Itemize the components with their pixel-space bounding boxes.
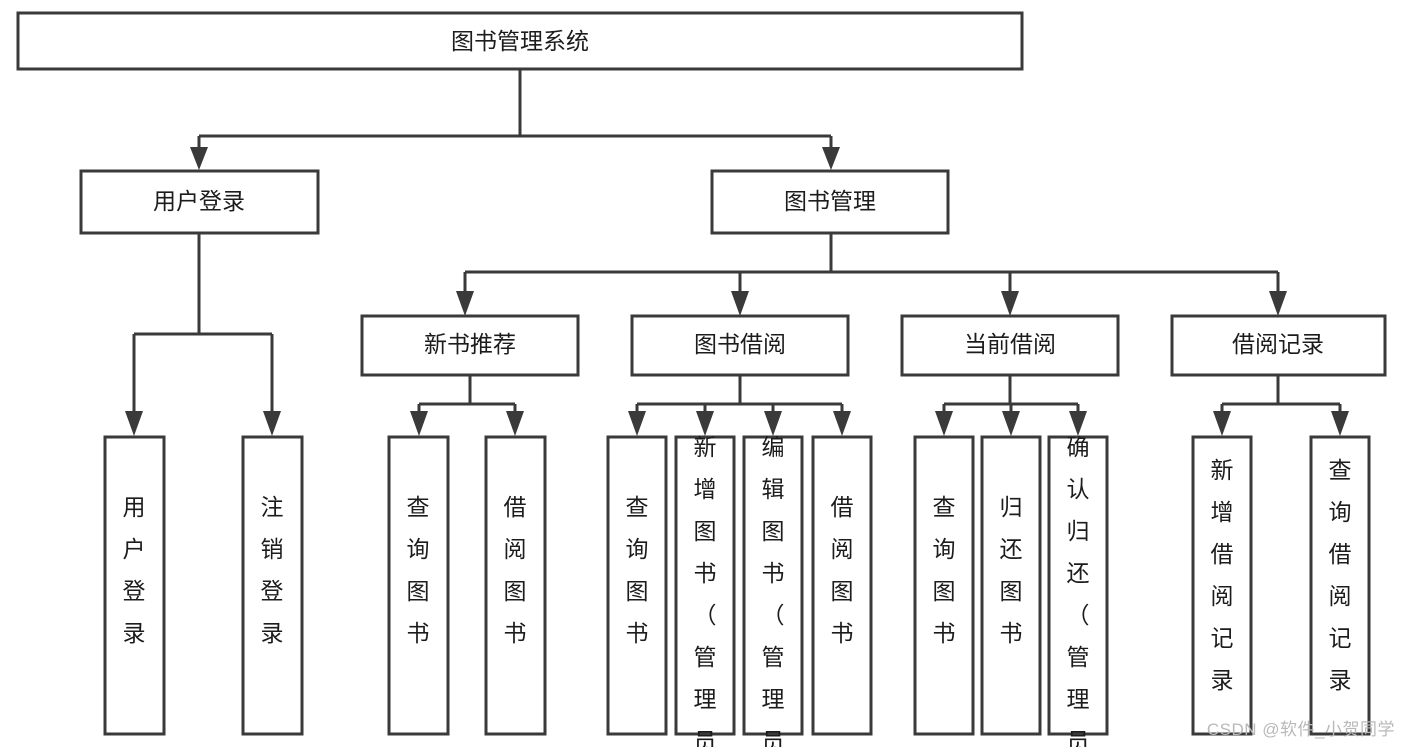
node-book-manage-box[interactable]	[710, 169, 950, 235]
node-leaf-borrow-book-2-box[interactable]	[811, 435, 873, 736]
connector-group-user-login	[125, 233, 281, 436]
node-current-borrow-box[interactable]	[900, 314, 1120, 377]
arrow-bb-leaf-3	[764, 411, 782, 436]
arrow-bb-leaf-4	[833, 411, 851, 436]
arrow-bm-to-book-borrow	[731, 291, 749, 316]
node-leaf-return-book-label: 归还图书	[1000, 494, 1023, 646]
connector-group-borrow-record	[1213, 375, 1349, 436]
node-new-book-recommend-label: 新书推荐	[424, 331, 516, 357]
node-leaf-edit-book-box[interactable]	[742, 435, 804, 736]
node-new-book-recommend-box[interactable]	[360, 314, 580, 377]
node-leaf-user-logout[interactable]: 注销登录	[241, 435, 304, 736]
connector-group-current-borrow	[935, 375, 1087, 436]
arrow-bm-to-borrow-record	[1269, 291, 1287, 316]
node-leaf-borrow-book-1[interactable]: 借阅图书	[484, 435, 547, 736]
node-book-borrow[interactable]: 图书借阅	[630, 314, 850, 377]
arrow-root-to-user-login	[190, 147, 208, 170]
arrow-nbr-leaf-1	[410, 411, 428, 436]
node-leaf-edit-book-label: 编辑图书（管理员）	[762, 434, 785, 747]
node-leaf-return-book[interactable]: 归还图书	[980, 435, 1042, 736]
arrow-nbr-leaf-2	[506, 411, 524, 436]
node-user-login-box[interactable]	[79, 169, 320, 235]
node-leaf-user-login-label: 用户登录	[123, 494, 146, 646]
node-leaf-confirm-return[interactable]: 确认归还（管理员）	[1047, 434, 1109, 747]
node-leaf-user-login[interactable]: 用户登录	[103, 435, 166, 736]
node-leaf-return-book-box[interactable]	[980, 435, 1042, 736]
connector-group-book-borrow	[628, 375, 851, 436]
node-borrow-record-box[interactable]	[1170, 314, 1387, 377]
arrow-bb-leaf-2	[696, 411, 714, 436]
node-leaf-confirm-return-box[interactable]	[1047, 435, 1109, 736]
arrow-user-login-leaf-2	[263, 411, 281, 436]
node-user-login[interactable]: 用户登录	[79, 169, 320, 235]
node-leaf-add-record-label: 新增借阅记录	[1211, 457, 1234, 693]
node-leaf-confirm-return-label: 确认归还（管理员）	[1067, 434, 1090, 747]
node-leaf-query-book-1-box[interactable]	[387, 435, 450, 736]
arrow-cb-leaf-1	[935, 411, 953, 436]
node-leaf-query-book-1[interactable]: 查询图书	[387, 435, 450, 736]
arrow-user-login-leaf-1	[125, 411, 143, 436]
arrow-root-to-book-manage	[822, 147, 840, 170]
connector-group-book-manage	[456, 233, 1287, 316]
node-leaf-add-book-box[interactable]	[674, 435, 736, 736]
arrow-bm-to-new-book-recommend	[456, 291, 474, 316]
node-leaf-query-record-label: 查询借阅记录	[1329, 457, 1352, 693]
arrow-cb-leaf-2	[1002, 411, 1020, 436]
node-leaf-borrow-book-2-label: 借阅图书	[831, 494, 854, 646]
node-user-login-label: 用户登录	[153, 188, 245, 214]
arrow-br-leaf-2	[1331, 411, 1349, 436]
node-leaf-borrow-book-1-label: 借阅图书	[504, 494, 527, 646]
arrow-cb-leaf-3	[1069, 411, 1087, 436]
node-leaf-query-book-3-box[interactable]	[913, 435, 975, 736]
node-leaf-user-login-box[interactable]	[103, 435, 166, 736]
node-leaf-borrow-book-1-box[interactable]	[484, 435, 547, 736]
node-leaf-borrow-book-2[interactable]: 借阅图书	[811, 435, 873, 736]
node-book-borrow-label: 图书借阅	[694, 331, 786, 357]
node-book-borrow-box[interactable]	[630, 314, 850, 377]
node-current-borrow-label: 当前借阅	[964, 331, 1056, 357]
node-current-borrow[interactable]: 当前借阅	[900, 314, 1120, 377]
node-leaf-user-logout-label: 注销登录	[261, 494, 284, 646]
node-book-manage[interactable]: 图书管理	[710, 169, 950, 235]
connector-group-new-book-recommend	[410, 375, 524, 436]
node-leaf-user-logout-box[interactable]	[241, 435, 304, 736]
arrow-bm-to-current-borrow	[1001, 291, 1019, 316]
node-root[interactable]: 图书管理系统	[16, 11, 1024, 71]
node-leaf-query-book-3[interactable]: 查询图书	[913, 435, 975, 736]
node-root-label: 图书管理系统	[451, 28, 589, 54]
connector-group-root	[190, 69, 840, 170]
arrow-br-leaf-1	[1213, 411, 1231, 436]
node-leaf-add-record-box[interactable]	[1191, 435, 1253, 736]
node-new-book-recommend[interactable]: 新书推荐	[360, 314, 580, 377]
node-leaf-add-book-label: 新增图书（管理员）	[694, 434, 717, 747]
node-leaf-edit-book[interactable]: 编辑图书（管理员）	[742, 434, 804, 747]
node-leaf-add-record[interactable]: 新增借阅记录	[1191, 435, 1253, 736]
node-borrow-record[interactable]: 借阅记录	[1170, 314, 1387, 377]
csdn-watermark: CSDN @软件_小贺同学	[1206, 720, 1395, 739]
node-leaf-query-book-1-label: 查询图书	[407, 494, 430, 646]
node-leaf-query-book-3-label: 查询图书	[933, 494, 956, 646]
node-leaf-query-record[interactable]: 查询借阅记录	[1309, 435, 1371, 736]
node-leaf-query-book-2[interactable]: 查询图书	[606, 435, 668, 736]
arrow-bb-leaf-1	[628, 411, 646, 436]
node-leaf-add-book[interactable]: 新增图书（管理员）	[674, 434, 736, 747]
node-leaf-query-book-2-box[interactable]	[606, 435, 668, 736]
node-borrow-record-label: 借阅记录	[1232, 331, 1324, 357]
node-book-manage-label: 图书管理	[784, 188, 876, 214]
node-leaf-query-record-box[interactable]	[1309, 435, 1371, 736]
node-root-box[interactable]	[16, 11, 1024, 71]
node-leaf-query-book-2-label: 查询图书	[626, 494, 649, 646]
